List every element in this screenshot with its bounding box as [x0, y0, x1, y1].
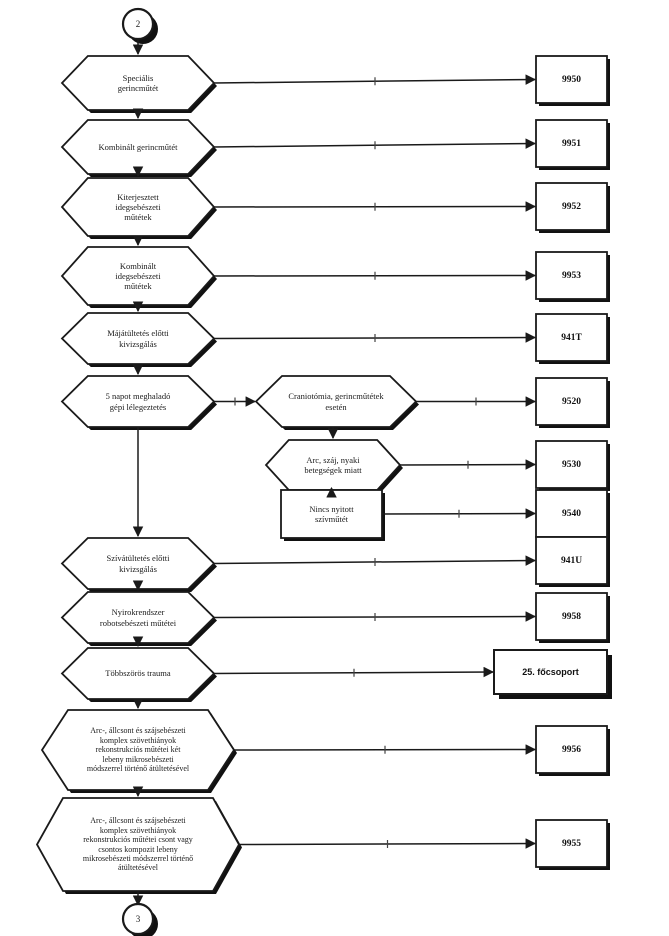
code-box[interactable] — [535, 251, 608, 300]
node-hexagon[interactable] — [40, 709, 236, 791]
code-box[interactable] — [535, 819, 608, 868]
code-box[interactable] — [535, 440, 608, 489]
node-hexagon[interactable] — [60, 246, 216, 306]
node-hexagon[interactable] — [35, 797, 241, 892]
node-hexagon[interactable] — [254, 375, 418, 428]
node-hexagon[interactable] — [60, 375, 216, 428]
page-connector-out[interactable] — [121, 902, 155, 936]
node-hexagon[interactable] — [60, 119, 216, 175]
code-box[interactable] — [535, 182, 608, 231]
node-hexagon[interactable] — [60, 647, 216, 700]
code-box[interactable] — [535, 55, 608, 104]
node-hexagon[interactable] — [60, 312, 216, 365]
code-box[interactable] — [535, 592, 608, 641]
node-hexagon[interactable] — [60, 55, 216, 111]
code-box[interactable] — [535, 536, 608, 585]
code-box[interactable] — [535, 489, 608, 538]
code-box[interactable] — [535, 377, 608, 426]
code-box[interactable] — [535, 313, 608, 362]
code-box[interactable] — [535, 725, 608, 774]
group-box[interactable] — [493, 649, 608, 695]
node-hexagon[interactable] — [264, 439, 402, 491]
node-rect[interactable] — [280, 489, 383, 539]
code-box[interactable] — [535, 119, 608, 168]
node-hexagon[interactable] — [60, 537, 216, 590]
node-hexagon[interactable] — [60, 591, 216, 644]
node-hexagon[interactable] — [60, 177, 216, 237]
page-connector-in[interactable] — [121, 7, 155, 41]
